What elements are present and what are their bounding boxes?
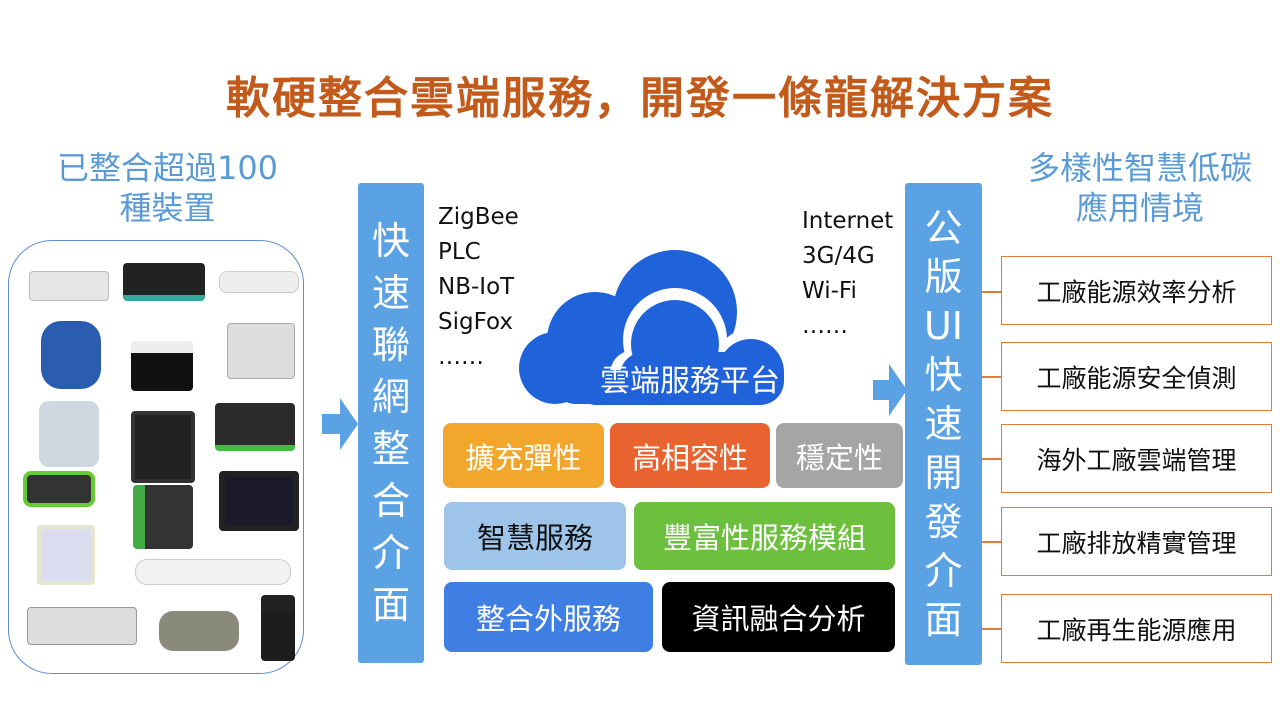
left-heading: 已整合超過100 種裝置 [30, 148, 305, 228]
feature-scalability: 擴充彈性 [443, 423, 604, 488]
app-renewable-energy: 工廠再生能源應用 [1001, 594, 1272, 663]
protocol-item: Internet [802, 208, 894, 234]
protocol-item: SigFox [438, 309, 513, 335]
keypad-controller-image [227, 323, 295, 379]
feature-external-services: 整合外服務 [444, 582, 653, 652]
feature-smart-service: 智慧服務 [444, 502, 626, 570]
bar-char: 介 [371, 531, 410, 575]
cloud-icon [519, 250, 793, 410]
bar-char: 開 [924, 450, 963, 495]
device-protocol-list: ZigBee PLC NB-IoT SigFox …… [438, 200, 519, 375]
bar-char: 公 [924, 205, 963, 250]
connectivity-interface-bar: 快速聯網整合介面 [358, 183, 424, 663]
right-heading-line1: 多樣性智慧低碳 [1027, 149, 1252, 187]
app-overseas-cloud: 海外工廠雲端管理 [1001, 424, 1272, 493]
bar-char: 合 [371, 479, 410, 523]
protocol-item: PLC [438, 239, 481, 265]
right-heading: 多樣性智慧低碳 應用情境 [1005, 148, 1275, 228]
flow-meter-image [39, 401, 99, 467]
din-meter-image [133, 485, 193, 549]
protocol-item: NB-IoT [438, 274, 515, 300]
bar-char: 面 [371, 583, 410, 627]
router-image [29, 271, 109, 301]
lcd-meter-image [37, 525, 95, 585]
protocol-item: Wi-Fi [802, 278, 857, 304]
connector-line [982, 291, 1001, 293]
multifunction-meter-image [219, 471, 299, 531]
right-heading-line2: 應用情境 [1075, 189, 1204, 227]
app-energy-safety: 工廠能源安全偵測 [1001, 342, 1272, 411]
network-protocol-list: Internet 3G/4G Wi-Fi …… [802, 204, 893, 344]
protocol-item: …… [802, 313, 848, 339]
arrow-right-icon [322, 398, 358, 450]
power-strip-image [135, 559, 291, 585]
water-meter-image [41, 321, 101, 389]
left-heading-line1: 已整合超過100 [56, 149, 279, 187]
connector-line [982, 376, 1001, 378]
app-energy-efficiency: 工廠能源效率分析 [1001, 256, 1272, 325]
bar-char: 聯 [371, 323, 410, 367]
connector-line [982, 541, 1001, 543]
protocol-item: …… [438, 344, 484, 370]
display-meter-image [123, 263, 205, 301]
io-module-image [215, 403, 295, 451]
feature-data-fusion: 資訊融合分析 [662, 582, 895, 652]
bar-char: 快 [371, 219, 410, 263]
page-title: 軟硬整合雲端服務，開發一條龍解決方案 [226, 73, 1054, 124]
bar-char: 版 [924, 254, 963, 299]
power-meter-image [131, 411, 195, 483]
feature-service-modules: 豐富性服務模組 [634, 502, 895, 570]
protocol-item: ZigBee [438, 204, 519, 230]
gateway-image [219, 271, 299, 293]
bar-char: 面 [924, 597, 963, 642]
protocol-item: 3G/4G [802, 243, 875, 269]
sensor-image [23, 471, 95, 507]
left-heading-line2: 種裝置 [119, 189, 216, 227]
controller-image [131, 341, 193, 391]
bar-char: UI [923, 303, 964, 348]
brass-water-meter-image [159, 611, 239, 651]
arrow-right-icon [873, 364, 907, 416]
bar-char: 快 [924, 352, 963, 397]
bar-char: 發 [924, 499, 963, 544]
feature-compatibility: 高相容性 [610, 423, 770, 488]
feature-stability: 穩定性 [776, 423, 903, 488]
app-emission-management: 工廠排放精實管理 [1001, 507, 1272, 576]
bar-char: 速 [924, 401, 963, 446]
connector-line [982, 458, 1001, 460]
cloud-label: 雲端服務平台 [600, 364, 780, 399]
ct-meter-image [27, 607, 137, 645]
din-gateway-image [261, 595, 295, 661]
connector-line [982, 628, 1001, 630]
device-panel [8, 240, 304, 674]
bar-char: 介 [924, 548, 963, 593]
bar-char: 速 [371, 271, 410, 315]
bar-char: 網 [371, 375, 410, 419]
bar-char: 整 [371, 427, 410, 471]
